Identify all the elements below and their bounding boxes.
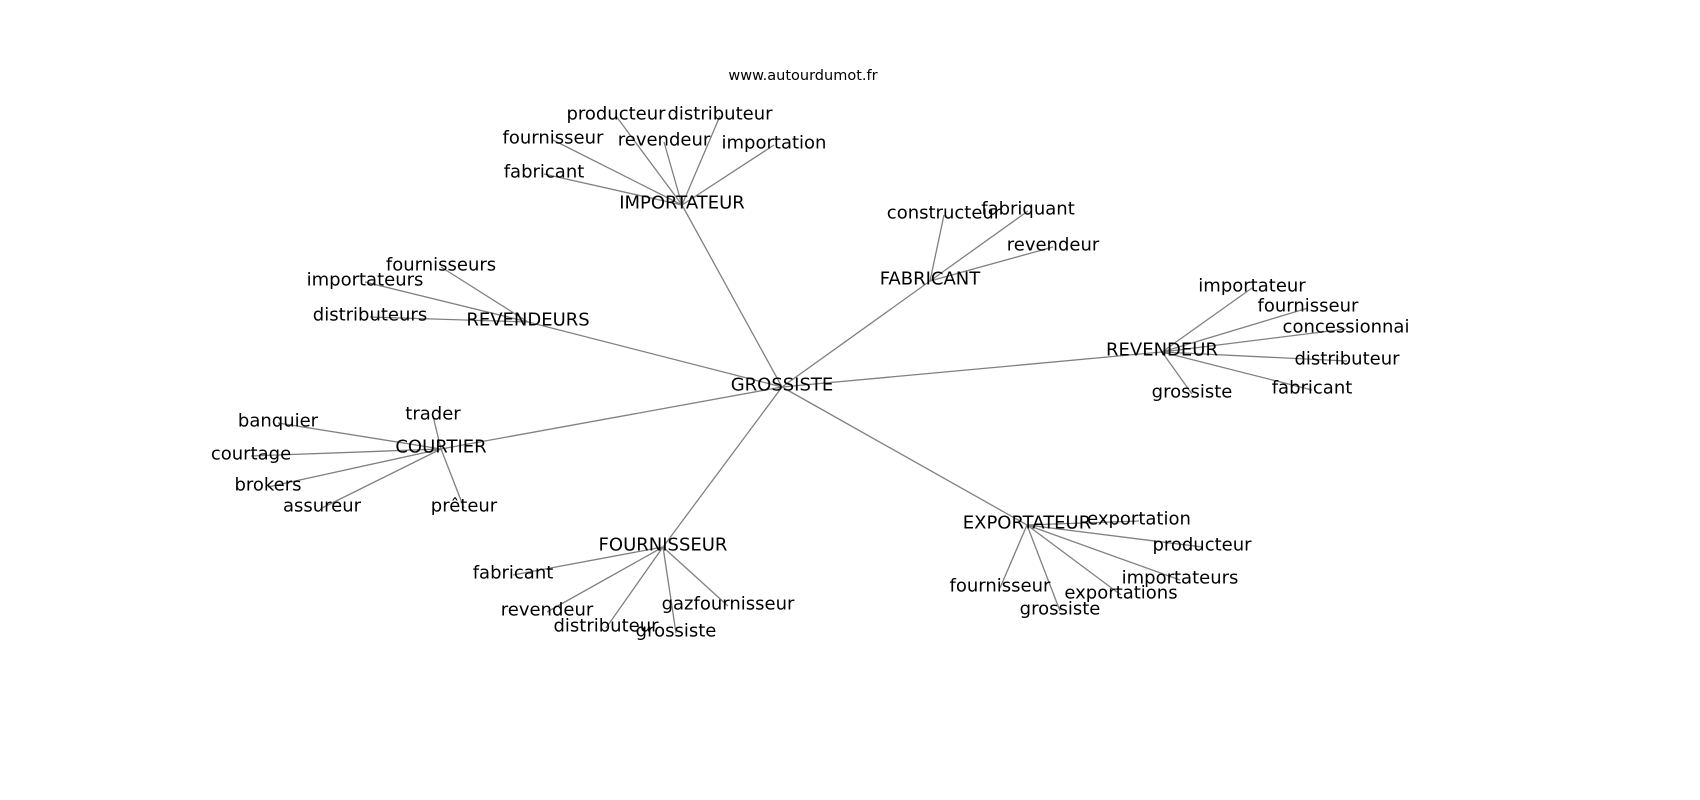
edge-hub-child	[277, 422, 442, 450]
leaf-node-label: revendeur	[501, 600, 594, 621]
hub-node-label: EXPORTATEUR	[963, 513, 1092, 534]
edge-hub-child	[440, 448, 465, 509]
edge-hub-child	[1161, 351, 1348, 362]
hub-node-label: IMPORTATEUR	[619, 193, 745, 214]
edge-hub-child	[929, 214, 945, 282]
leaf-node-label: trader	[405, 404, 461, 425]
edge-hub-child	[321, 448, 442, 509]
edge-hub-child	[929, 246, 1054, 282]
edge-center-hub	[527, 321, 783, 388]
edge-hub-child	[432, 415, 442, 450]
leaf-node-label: distributeur	[1294, 349, 1400, 370]
edge-hub-child	[662, 546, 729, 607]
leaf-node-label: distributeur	[553, 616, 659, 637]
edge-center-hub	[662, 386, 783, 548]
hub-node-label: REVENDEURS	[466, 310, 589, 331]
leaf-node-label: exportations	[1064, 583, 1177, 604]
leaf-node-label: producteur	[1152, 535, 1252, 556]
leaf-node-label: fabricant	[473, 563, 554, 584]
leaf-node-label: distributeur	[667, 104, 773, 125]
edge-hub-child	[662, 546, 677, 634]
edge-center-hub	[781, 351, 1163, 388]
edge-hub-child	[364, 281, 529, 323]
edge-hub-child	[1161, 351, 1193, 395]
leaf-node-label: revendeur	[1007, 235, 1100, 256]
leaf-node-label: importateur	[1198, 276, 1306, 297]
leaf-node-label: fournisseur	[950, 576, 1051, 597]
edge-hub-child	[1161, 351, 1313, 391]
leaf-node-label: fournisseur	[503, 128, 604, 149]
edge-hub-child	[543, 173, 683, 206]
edge-hub-child	[267, 448, 442, 488]
edge-hub-child	[929, 210, 1029, 282]
center-node-label: GROSSISTE	[731, 375, 834, 396]
leaf-node-label: prêteur	[431, 496, 498, 517]
edges	[250, 115, 1348, 634]
leaf-node-label: courtage	[211, 444, 291, 465]
edge-center-hub	[681, 204, 783, 388]
leaf-node-label: fournisseur	[1258, 296, 1359, 317]
edge-hub-child	[681, 115, 721, 206]
leaf-node-label: concessionnai	[1283, 317, 1410, 338]
leaf-node-label: exportation	[1087, 509, 1191, 530]
edge-hub-child	[1161, 287, 1253, 353]
leaf-node-label: importateurs	[1122, 568, 1239, 589]
edge-hub-child	[369, 316, 529, 323]
leaf-node-label: importateurs	[307, 270, 424, 291]
leaf-node-label: assureur	[283, 496, 362, 517]
leaf-node-label: fabricant	[504, 162, 585, 183]
site-title: www.autourdumot.fr	[728, 68, 877, 84]
leaf-node-label: fournisseurs	[386, 255, 496, 276]
leaf-node-label: revendeur	[618, 130, 711, 151]
leaf-node-label: constructeur	[887, 203, 1002, 224]
edge-hub-child	[1161, 328, 1347, 353]
hub-node-label: COURTIER	[395, 437, 486, 458]
leaf-node-label: distributeurs	[313, 305, 427, 326]
edge-hub-child	[512, 546, 664, 576]
edge-hub-child	[1026, 520, 1140, 526]
leaf-node-label: grossiste	[1020, 599, 1101, 620]
leaf-node-label: gazfournisseur	[662, 594, 795, 615]
edge-hub-child	[1026, 524, 1122, 596]
edge-hub-child	[250, 448, 442, 457]
leaf-node-label: banquier	[238, 411, 319, 432]
edge-hub-child	[1026, 524, 1061, 612]
leaf-node-label: fabricant	[1272, 378, 1353, 399]
leaf-node-label: fabriquant	[981, 199, 1075, 220]
edge-hub-child	[1161, 307, 1309, 353]
edge-hub-child	[605, 546, 664, 629]
edge-hub-child	[552, 139, 683, 206]
edge-center-hub	[781, 280, 931, 388]
leaf-node-label: importation	[722, 133, 827, 154]
edge-hub-child	[1026, 524, 1181, 581]
edge-hub-child	[999, 524, 1028, 589]
edge-center-hub	[440, 386, 783, 450]
edge-hub-child	[440, 266, 529, 323]
hub-node-label: FOURNISSEUR	[599, 535, 728, 556]
edge-hub-child	[615, 115, 683, 206]
edge-hub-child	[663, 141, 683, 206]
leaf-node-label: brokers	[234, 475, 301, 496]
edge-center-hub	[781, 386, 1028, 526]
leaf-node-label: producteur	[566, 104, 666, 125]
leaf-node-label: grossiste	[636, 621, 717, 642]
hub-node-label: REVENDEUR	[1106, 340, 1218, 361]
leaf-node-label: grossiste	[1152, 382, 1233, 403]
edge-hub-child	[681, 144, 775, 206]
hub-node-label: FABRICANT	[880, 269, 982, 290]
edge-hub-child	[1026, 524, 1203, 548]
edge-hub-child	[546, 546, 664, 613]
